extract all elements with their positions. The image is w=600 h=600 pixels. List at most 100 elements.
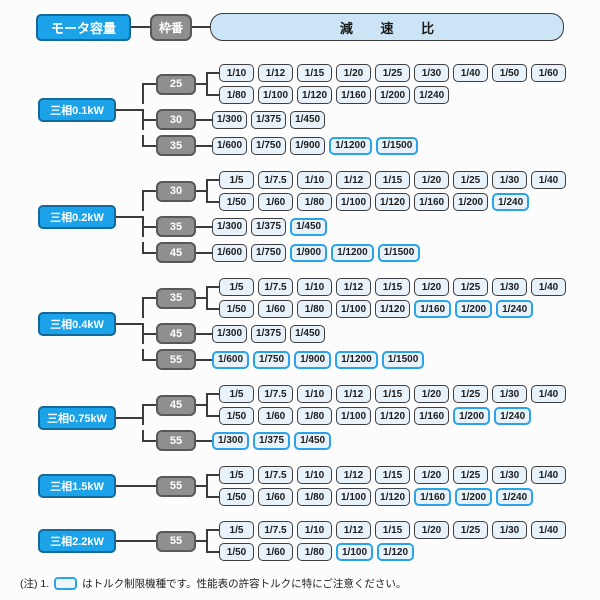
bracket-stub [206, 529, 219, 531]
ratio-box: 1/12 [258, 64, 293, 82]
ratio-box-torque-limited: 1/160 [414, 488, 452, 506]
torque-limit-legend-box [54, 577, 78, 590]
ratio-box: 1/100 [336, 407, 372, 425]
ratio-box: 1/12 [336, 278, 371, 296]
capacity-label: 三相0.4kW [38, 312, 116, 336]
ratio-box: 1/30 [492, 171, 527, 189]
ratio-box: 1/5 [219, 385, 254, 403]
ratio-box-torque-limited: 1/200 [453, 407, 491, 425]
ratio-box: 1/5 [219, 171, 254, 189]
ratio-box-torque-limited: 1/1500 [381, 350, 425, 369]
ratio-box: 1/50 [219, 407, 254, 425]
ratio-box: 1/10 [297, 385, 332, 403]
ratio-box: 1/30 [492, 521, 527, 539]
bracket-stub [206, 393, 219, 395]
ratio-box: 1/7.5 [258, 521, 293, 539]
ratio-box: 1/25 [375, 64, 410, 82]
ratio-box: 1/80 [297, 543, 332, 561]
ratio-box-torque-limited: 1/240 [492, 193, 530, 211]
bracket-connector [206, 521, 219, 561]
bracket-stub [206, 308, 219, 310]
bracket-connector [206, 278, 219, 318]
bracket-connector [206, 466, 219, 506]
ratio-box: 1/300 [212, 217, 248, 236]
connector-line [196, 83, 206, 85]
frame-number-box: 45 [156, 323, 196, 344]
ratio-box: 1/60 [258, 300, 293, 318]
ratio-box: 1/375 [251, 217, 287, 236]
ratio-box: 1/12 [336, 521, 371, 539]
ratio-box: 1/100 [336, 300, 372, 318]
frame-number-box: 35 [156, 216, 196, 237]
ratio-box: 1/25 [453, 466, 488, 484]
capacity-label: 三相1.5kW [38, 474, 116, 498]
ratio-box: 1/15 [375, 278, 410, 296]
ratio-box: 1/25 [453, 171, 488, 189]
ratio-box: 1/100 [336, 193, 372, 211]
frame-number-box: 35 [156, 287, 196, 309]
ratio-box: 1/5 [219, 278, 254, 296]
ratio-box: 1/120 [297, 86, 333, 104]
ratio-box: 1/60 [531, 64, 566, 82]
ratio-box: 1/240 [414, 86, 450, 104]
ratio-box: 1/900 [290, 136, 326, 155]
ratio-box: 1/20 [414, 385, 449, 403]
ratio-box: 1/50 [219, 193, 254, 211]
connector-line [196, 358, 212, 361]
ratio-box: 1/60 [258, 543, 293, 561]
ratio-box: 1/30 [492, 385, 527, 403]
motor-capacity-header: モータ容量 [36, 13, 131, 41]
ratio-box: 1/120 [375, 300, 411, 318]
ratio-box: 1/7.5 [258, 466, 293, 484]
ratio-box: 1/15 [375, 385, 410, 403]
ratio-box: 1/30 [492, 466, 527, 484]
connector-line [116, 417, 142, 419]
connector-line [131, 26, 150, 28]
connector-line [116, 323, 142, 325]
capacity-label: 三相0.2kW [38, 205, 116, 229]
ratio-box-torque-limited: 1/900 [294, 350, 332, 369]
ratio-box: 1/200 [453, 193, 489, 211]
ratio-box-torque-limited: 1/1200 [331, 243, 374, 262]
ratio-box: 1/450 [290, 110, 326, 129]
connector-line [196, 144, 212, 147]
bracket-connector [206, 64, 219, 104]
ratio-box-torque-limited: 1/375 [253, 431, 291, 450]
ratio-box: 1/80 [297, 300, 332, 318]
bracket-connector [206, 171, 219, 211]
ratio-box-torque-limited: 1/750 [253, 350, 291, 369]
ratio-box: 1/12 [336, 385, 371, 403]
ratio-box: 1/100 [258, 86, 294, 104]
